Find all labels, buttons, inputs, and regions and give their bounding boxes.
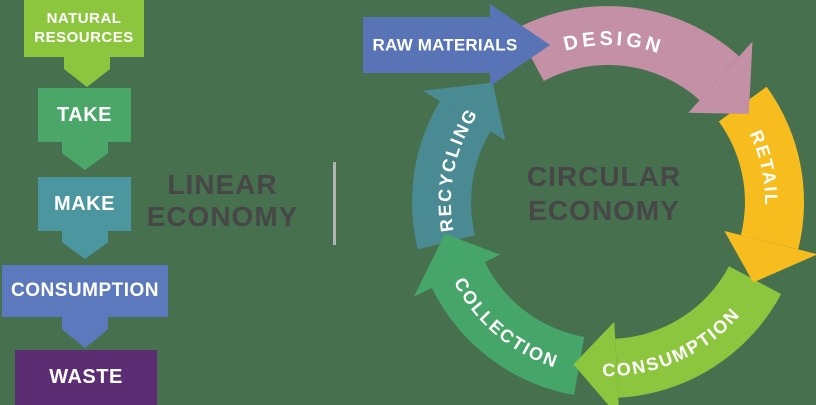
linear-economy-title-line2: ECONOMY — [146, 201, 299, 232]
circular-flow-ring: DESIGNRETAILCONSUMPTIONCOLLECTIONRECYCLI… — [363, 4, 816, 405]
ring-arrow-body-retail — [718, 86, 805, 250]
flow-step-waste: WASTE — [15, 350, 157, 405]
linear-economy-title-line1: LINEAR — [167, 169, 278, 200]
circular-economy-title-line1: CIRCULAR — [526, 161, 682, 192]
ring-arrow-body-collection — [431, 262, 585, 395]
ring-arrow-body-design — [516, 5, 740, 101]
ring-arrow-head-retail — [724, 231, 816, 283]
flow-step-take: TAKE — [38, 88, 131, 142]
circular-economy-title: CIRCULAR ECONOMY — [504, 160, 704, 228]
raw-materials-arrow — [363, 4, 550, 86]
circular-economy-title-line2: ECONOMY — [528, 195, 680, 226]
flow-step-natural-resources: NATURAL RESOURCES — [24, 0, 144, 57]
ring-arrow-body-recycling — [411, 101, 491, 250]
linear-economy-title: LINEAR ECONOMY — [125, 169, 320, 233]
ring-arrow-head-recycling — [422, 82, 506, 141]
flow-arrow-after-consumption — [62, 317, 108, 348]
ring-arrow-body-consumption — [615, 266, 782, 398]
flow-arrow-after-take — [62, 142, 108, 170]
flow-step-make: MAKE — [38, 177, 131, 231]
divider-line — [333, 162, 336, 245]
flow-arrow-after-make — [62, 231, 108, 259]
ring-arrow-head-consumption — [573, 321, 619, 405]
flow-step-consumption: CONSUMPTION — [2, 265, 168, 317]
flow-arrow-after-natural-resources — [64, 57, 110, 87]
raw-materials-label: RAW MATERIALS — [373, 36, 518, 55]
ring-arrow-head-collection — [413, 233, 501, 297]
ring-arrow-head-design — [688, 41, 753, 114]
